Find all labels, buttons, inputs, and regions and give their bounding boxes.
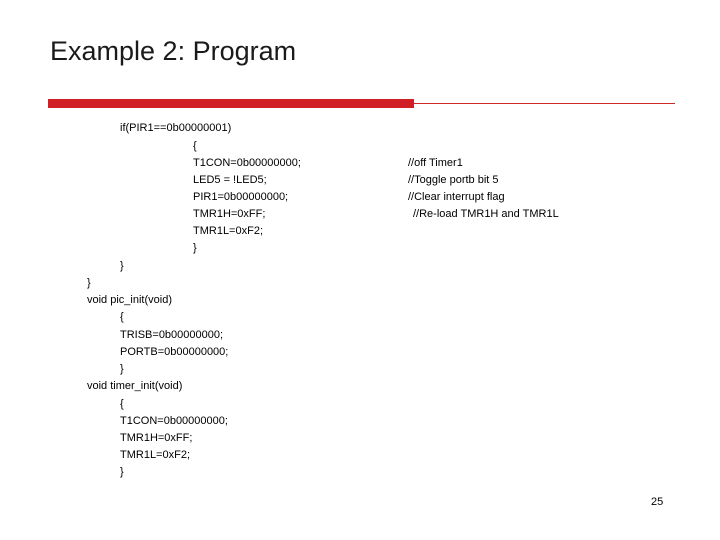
slide-title: Example 2: Program — [50, 36, 297, 66]
code-line: PORTB=0b00000000; — [120, 346, 229, 358]
code-line: } — [120, 260, 124, 272]
code-comment: //off Timer1 — [408, 157, 463, 169]
code-line: if(PIR1==0b00000001) — [120, 122, 232, 134]
code-line: TMR1H=0xFF; — [193, 208, 266, 220]
code-line: } — [120, 466, 124, 478]
title-accent-bar — [48, 99, 414, 108]
code-line: LED5 = !LED5; — [193, 174, 267, 186]
code-line: T1CON=0b00000000; — [120, 415, 228, 427]
code-line: TMR1H=0xFF; — [120, 432, 193, 444]
code-line: { — [120, 398, 124, 410]
code-line: TRISB=0b00000000; — [120, 329, 224, 341]
code-line: void pic_init(void) — [87, 294, 172, 306]
code-line: { — [193, 140, 197, 152]
code-comment: //Toggle portb bit 5 — [408, 174, 499, 186]
code-line: } — [87, 277, 91, 289]
code-comment: //Re-load TMR1H and TMR1L — [413, 208, 559, 220]
code-line: T1CON=0b00000000; — [193, 157, 301, 169]
page-number: 25 — [651, 496, 664, 508]
code-line: } — [193, 242, 197, 254]
code-line: { — [120, 311, 124, 323]
code-line: TMR1L=0xF2; — [193, 225, 263, 237]
code-line: void timer_init(void) — [87, 380, 183, 392]
code-line: } — [120, 363, 124, 375]
code-line: TMR1L=0xF2; — [120, 449, 190, 461]
code-comment: //Clear interrupt flag — [408, 191, 505, 203]
code-line: PIR1=0b00000000; — [193, 191, 289, 203]
